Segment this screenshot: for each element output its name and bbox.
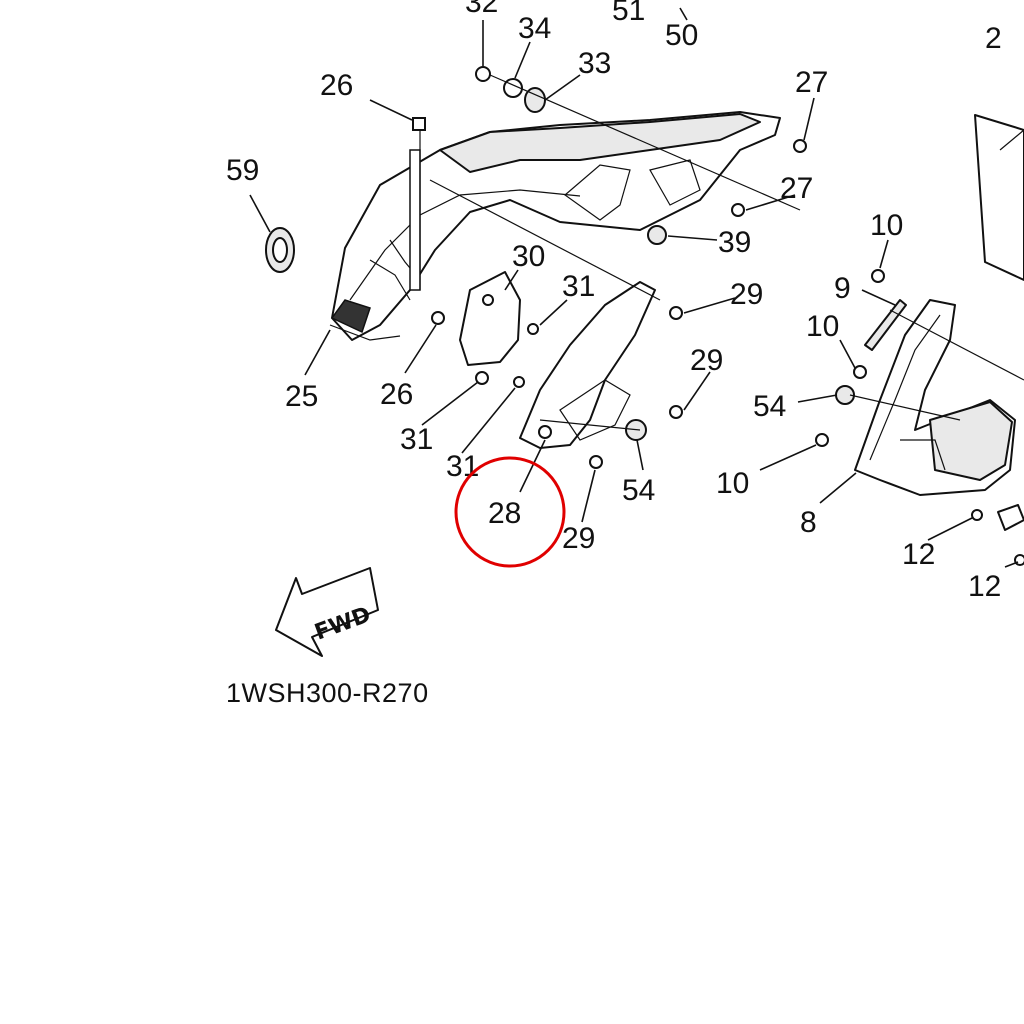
bracket-30 [459,271,521,366]
callout-12-right: 12 [968,570,1001,603]
callout-27-mid: 27 [780,172,813,205]
callout-32: 32 [465,0,498,19]
assembly-axes [419,74,1024,431]
callout-59: 59 [226,154,259,187]
callout-25: 25 [285,380,318,413]
frame-panel-2 [974,114,1024,281]
callout-2: 2 [985,22,1002,55]
callout-31-bottom: 31 [446,450,479,483]
highlight-circle [454,456,566,568]
headlight-cowl-assembly [329,111,781,341]
callout-34: 34 [518,12,551,45]
diagram-code: 1WSH300-R270 [226,678,429,708]
callout-33: 33 [578,47,611,80]
callout-10-bottom: 10 [716,467,749,500]
callout-10-top: 10 [870,209,903,242]
callout-12-left: 12 [902,538,935,571]
side-stay-bracket [519,281,656,449]
leader-lines [249,7,1019,568]
callout-29-top: 29 [730,278,763,311]
windscreen-bracket [854,299,1016,496]
callout-31-mid: 31 [400,423,433,456]
callout-30: 30 [512,240,545,273]
callout-31-top: 31 [562,270,595,303]
callout-50: 50 [665,19,698,52]
callout-51: 51 [612,0,645,27]
callout-8: 8 [800,506,817,539]
callout-27-top: 27 [795,66,828,99]
callout-54-left: 54 [753,390,786,423]
callout-29-bottom: 29 [562,522,595,555]
callout-labels: 32 34 51 50 33 2 26 27 59 27 39 10 30 31… [226,0,1002,603]
callout-9: 9 [834,272,851,305]
callout-54-right: 54 [622,474,655,507]
callout-10-mid: 10 [806,310,839,343]
callout-26-bottom: 26 [380,378,413,411]
callout-26-top: 26 [320,69,353,102]
forward-arrow-icon: FWD [275,567,379,657]
callout-28: 28 [488,497,521,530]
callout-29-mid: 29 [690,344,723,377]
callout-39: 39 [718,226,751,259]
